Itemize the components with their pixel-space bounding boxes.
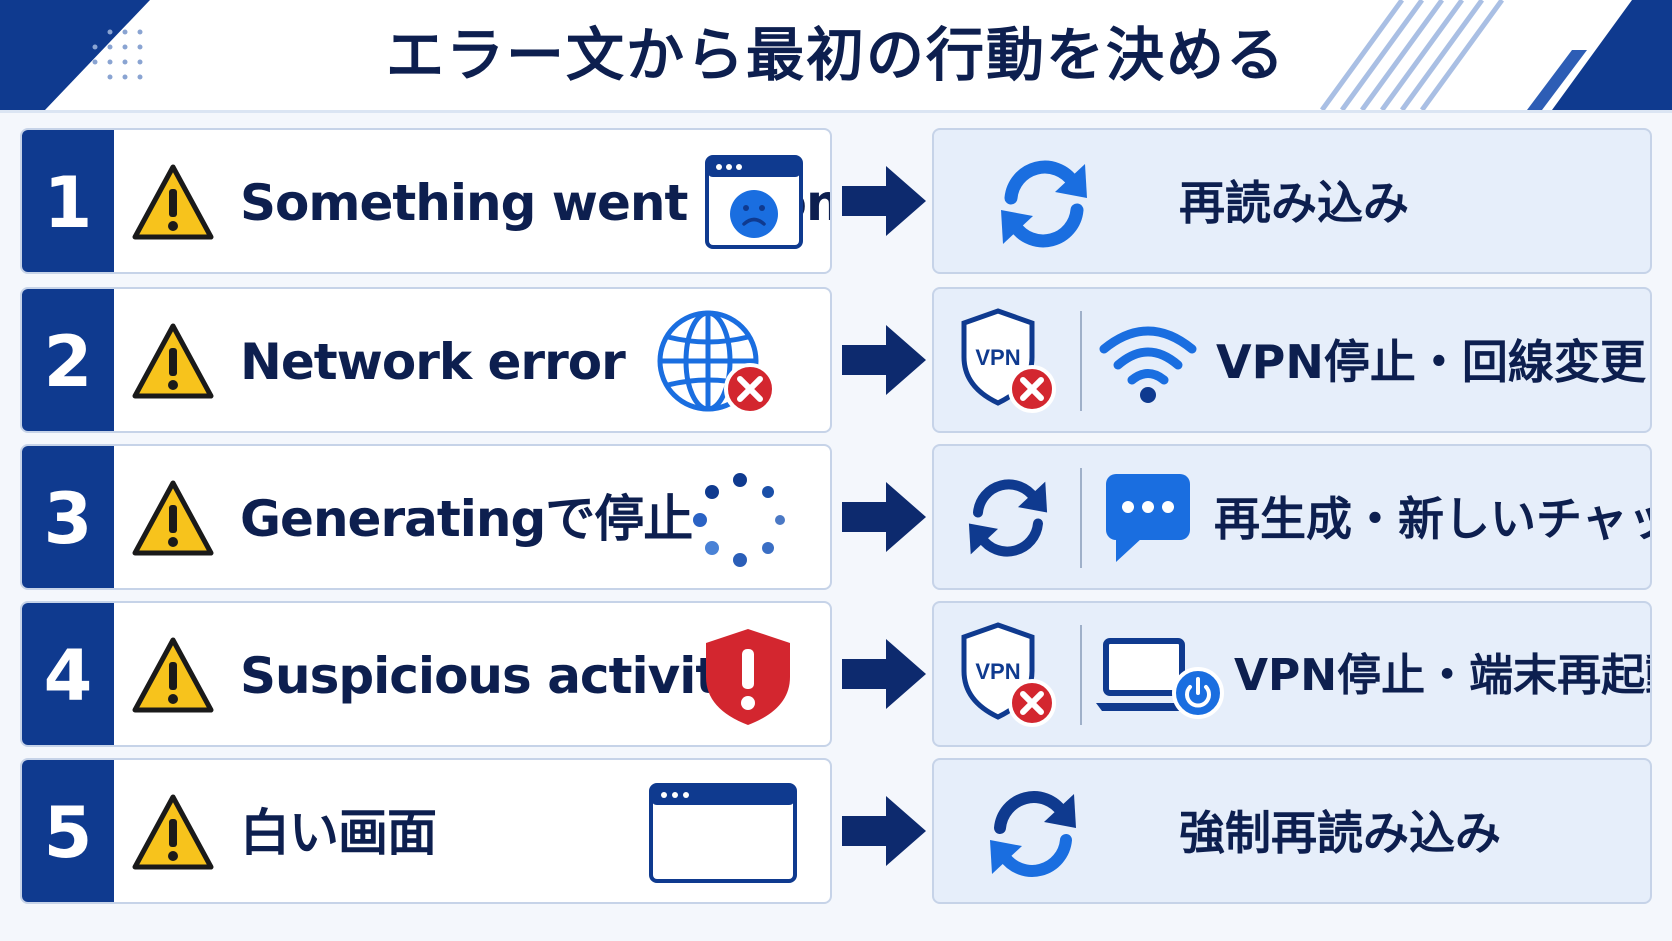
refresh-icon xyxy=(968,479,1048,557)
row-5: 5 白い画面 強制再読み込み xyxy=(20,758,1652,904)
row-number: 4 xyxy=(22,603,114,745)
divider xyxy=(1080,311,1082,411)
error-card: 2 Network error xyxy=(20,287,832,433)
row-3: 3 Generatingで停止 xyxy=(20,444,1652,590)
laptop-power-icon xyxy=(1096,638,1224,719)
arrow-right-icon xyxy=(842,166,926,236)
action-label: 再生成・新しいチャット xyxy=(1214,492,1650,546)
error-message: Generatingで停止 xyxy=(240,490,693,548)
globe-error-icon xyxy=(657,310,776,415)
error-message: 白い画面 xyxy=(240,804,437,862)
arrow-right-icon xyxy=(842,325,926,395)
warning-icon xyxy=(132,323,214,399)
page-title: エラー文から最初の行動を決める xyxy=(385,21,1286,89)
svg-text:VPN: VPN xyxy=(975,345,1020,370)
error-card: 1 Something went wrong xyxy=(20,128,832,274)
refresh-icon xyxy=(990,791,1076,877)
vpn-shield-off-icon: VPN xyxy=(961,308,1056,413)
loading-spinner-icon xyxy=(693,473,785,567)
action-label: VPN停止・端末再起動 xyxy=(1234,650,1652,701)
arrow-right-icon xyxy=(842,482,926,552)
row-2: 2 Network error VPN xyxy=(20,287,1652,433)
row-number: 3 xyxy=(22,446,114,588)
arrow-right-icon xyxy=(842,796,926,866)
header: エラー文から最初の行動を決める xyxy=(0,0,1672,113)
error-card: 3 Generatingで停止 xyxy=(20,444,832,590)
shield-alert-icon xyxy=(706,629,790,725)
action-card: VPN VPN停止・回線変更 xyxy=(932,287,1652,433)
error-message: Network error xyxy=(240,333,626,391)
warning-icon xyxy=(132,480,214,556)
blank-browser-icon xyxy=(649,783,797,883)
action-label: 再読み込み xyxy=(1179,176,1409,230)
vpn-shield-off-icon: VPN xyxy=(961,622,1056,727)
header-decoration-left xyxy=(0,0,150,110)
error-message: Suspicious activity xyxy=(240,647,751,705)
header-decoration-right xyxy=(1319,0,1672,110)
action-label: VPN停止・回線変更 xyxy=(1216,335,1646,389)
refresh-icon xyxy=(1001,160,1087,248)
sad-browser-icon xyxy=(705,155,803,249)
error-card: 4 Suspicious activity xyxy=(20,601,832,747)
action-card: 再読み込み xyxy=(932,128,1652,274)
divider xyxy=(1080,468,1082,568)
error-card: 5 白い画面 xyxy=(20,758,832,904)
row-number: 1 xyxy=(22,130,114,272)
action-label: 強制再読み込み xyxy=(1179,806,1501,860)
wifi-icon xyxy=(1099,326,1197,403)
action-card: 強制再読み込み xyxy=(932,758,1652,904)
row-number: 5 xyxy=(22,760,114,902)
row-number: 2 xyxy=(22,289,114,431)
warning-icon xyxy=(132,164,214,240)
action-card: 再生成・新しいチャット xyxy=(932,444,1652,590)
svg-text:VPN: VPN xyxy=(975,659,1020,684)
warning-icon xyxy=(132,794,214,870)
chat-bubble-icon xyxy=(1106,474,1190,562)
row-1: 1 Something went wrong 再読み込み xyxy=(20,128,1652,274)
arrow-right-icon xyxy=(842,639,926,709)
action-card: VPN VPN停止・端末再起動 xyxy=(932,601,1652,747)
warning-icon xyxy=(132,637,214,713)
divider xyxy=(1080,625,1082,725)
row-4: 4 Suspicious activity VPN VPN停止・端 xyxy=(20,601,1652,747)
